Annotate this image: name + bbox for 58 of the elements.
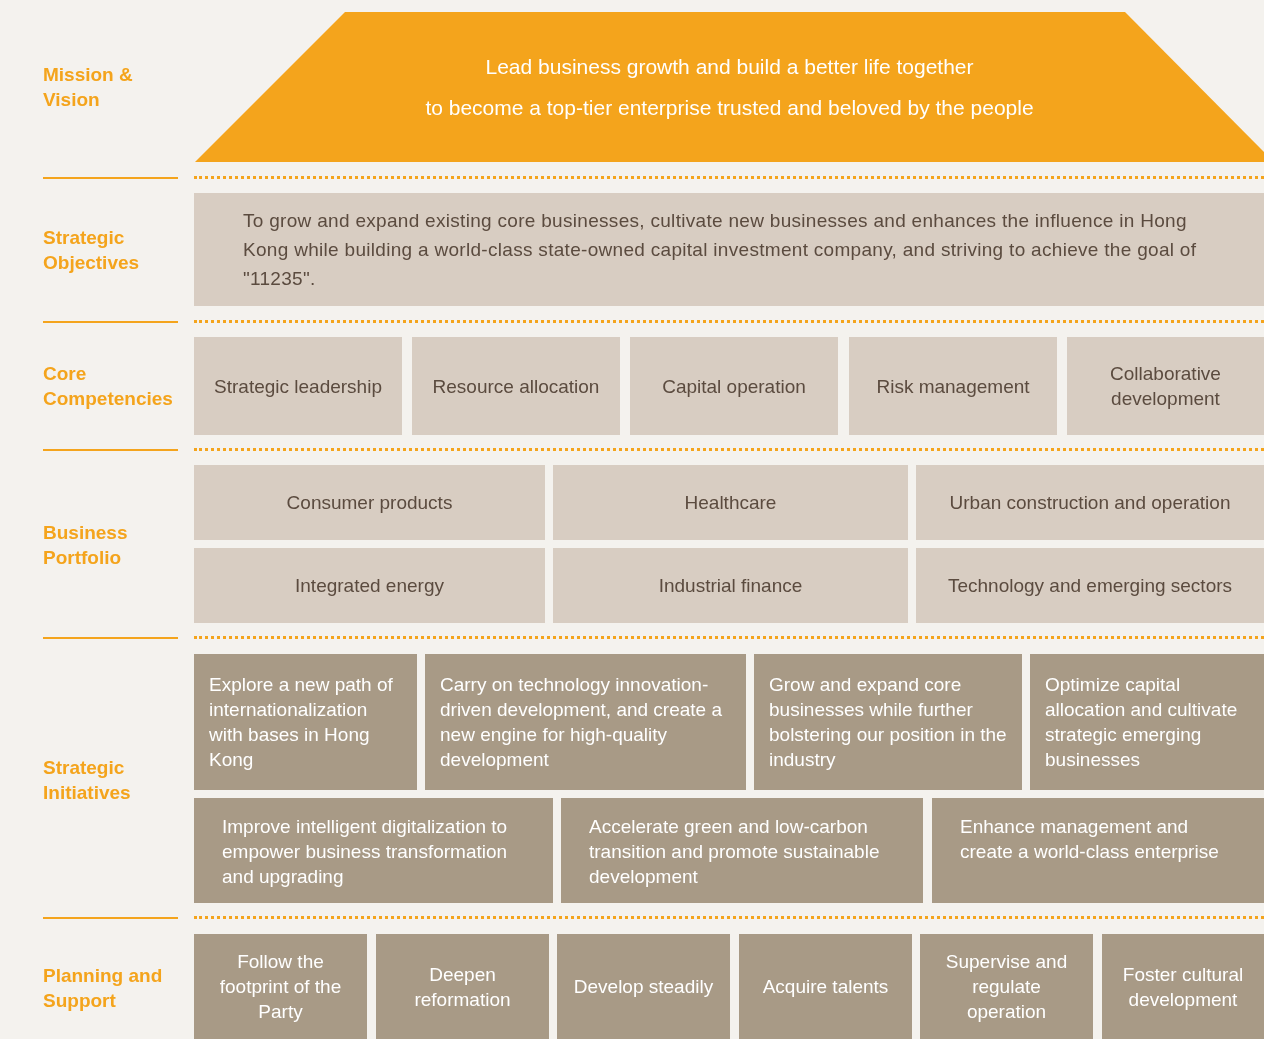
- row-heading: Strategic Objectives: [43, 226, 141, 275]
- box-label: Enhance management and create a world-class enterprise: [960, 815, 1220, 864]
- box-label: Healthcare: [684, 491, 777, 515]
- box-label: Risk management: [876, 374, 1030, 399]
- row-heading: Strategic Initiatives: [43, 756, 132, 805]
- box-label: Accelerate green and low-carbon transition and promote sustainable development: [589, 815, 881, 889]
- initiative-box: [561, 798, 923, 903]
- competency-box: [412, 337, 620, 435]
- support-box: [194, 934, 367, 1039]
- competency-box: [630, 337, 838, 435]
- box-label: Explore a new path of internationalization with bases in Hong Kong: [209, 673, 394, 772]
- row-heading: Business Portfolio: [43, 521, 129, 570]
- mission-statement: to become a top-tier enterprise trusted and beloved by the people: [425, 95, 1034, 120]
- competency-box: [194, 337, 402, 435]
- support-box: [557, 934, 730, 1039]
- portfolio-box: [916, 548, 1264, 623]
- row-heading: Core Competencies: [43, 362, 174, 411]
- box-label: Foster cultural development: [1121, 962, 1245, 1012]
- box-label: Grow and expand core businesses while further bolstering our position in the industry: [769, 673, 1008, 772]
- box-label: Follow the footprint of the Party: [218, 950, 343, 1024]
- box-label: Supervise and regulate operation: [944, 950, 1069, 1024]
- box-label: Integrated energy: [295, 574, 444, 598]
- box-label: Acquire talents: [762, 975, 889, 999]
- row-heading: Mission & Vision: [43, 63, 134, 112]
- portfolio-box: [194, 465, 545, 540]
- portfolio-box: [553, 548, 908, 623]
- initiative-box: [754, 654, 1022, 790]
- support-box: [1102, 934, 1264, 1039]
- initiative-box: [194, 798, 553, 903]
- portfolio-box: [194, 548, 545, 623]
- box-label: Capital operation: [662, 374, 806, 399]
- portfolio-box: [916, 465, 1264, 540]
- mission-statement: Lead business growth and build a better life together: [485, 54, 974, 79]
- box-label: Carry on technology innovation-driven development, and create a new engine for high-quality development: [440, 673, 723, 772]
- row-heading: Planning and Support: [43, 964, 164, 1013]
- initiative-box: [425, 654, 746, 790]
- box-label: Strategic leadership: [214, 374, 382, 399]
- box-label: Resource allocation: [432, 374, 600, 399]
- competency-box: [1067, 337, 1264, 435]
- support-box: [920, 934, 1093, 1039]
- box-label: Technology and emerging sectors: [947, 574, 1233, 598]
- box-label: To grow and expand existing core businesses, cultivate new businesses and enhances the influence in Hong Kong while building a world-class state-owned capital investment company, and striving to achieve the goal of "11235".: [243, 209, 1198, 291]
- competency-box: [849, 337, 1057, 435]
- initiative-box: [1030, 654, 1264, 790]
- objective-panel: [194, 193, 1264, 306]
- support-box: [739, 934, 912, 1039]
- box-label: Urban construction and operation: [949, 491, 1231, 515]
- box-label: Collaborative development: [1109, 362, 1222, 411]
- support-box: [376, 934, 549, 1039]
- portfolio-box: [553, 465, 908, 540]
- box-label: Industrial finance: [658, 574, 803, 598]
- box-label: Optimize capital allocation and cultivate strategic emerging businesses: [1045, 673, 1239, 772]
- initiative-box: [194, 654, 417, 790]
- box-label: Consumer products: [286, 491, 453, 515]
- initiative-box: [932, 798, 1264, 903]
- box-label: Develop steadily: [573, 975, 714, 999]
- box-label: Deepen reformation: [413, 962, 512, 1012]
- box-label: Improve intelligent digitalization to empower business transformation and upgrading: [222, 815, 509, 889]
